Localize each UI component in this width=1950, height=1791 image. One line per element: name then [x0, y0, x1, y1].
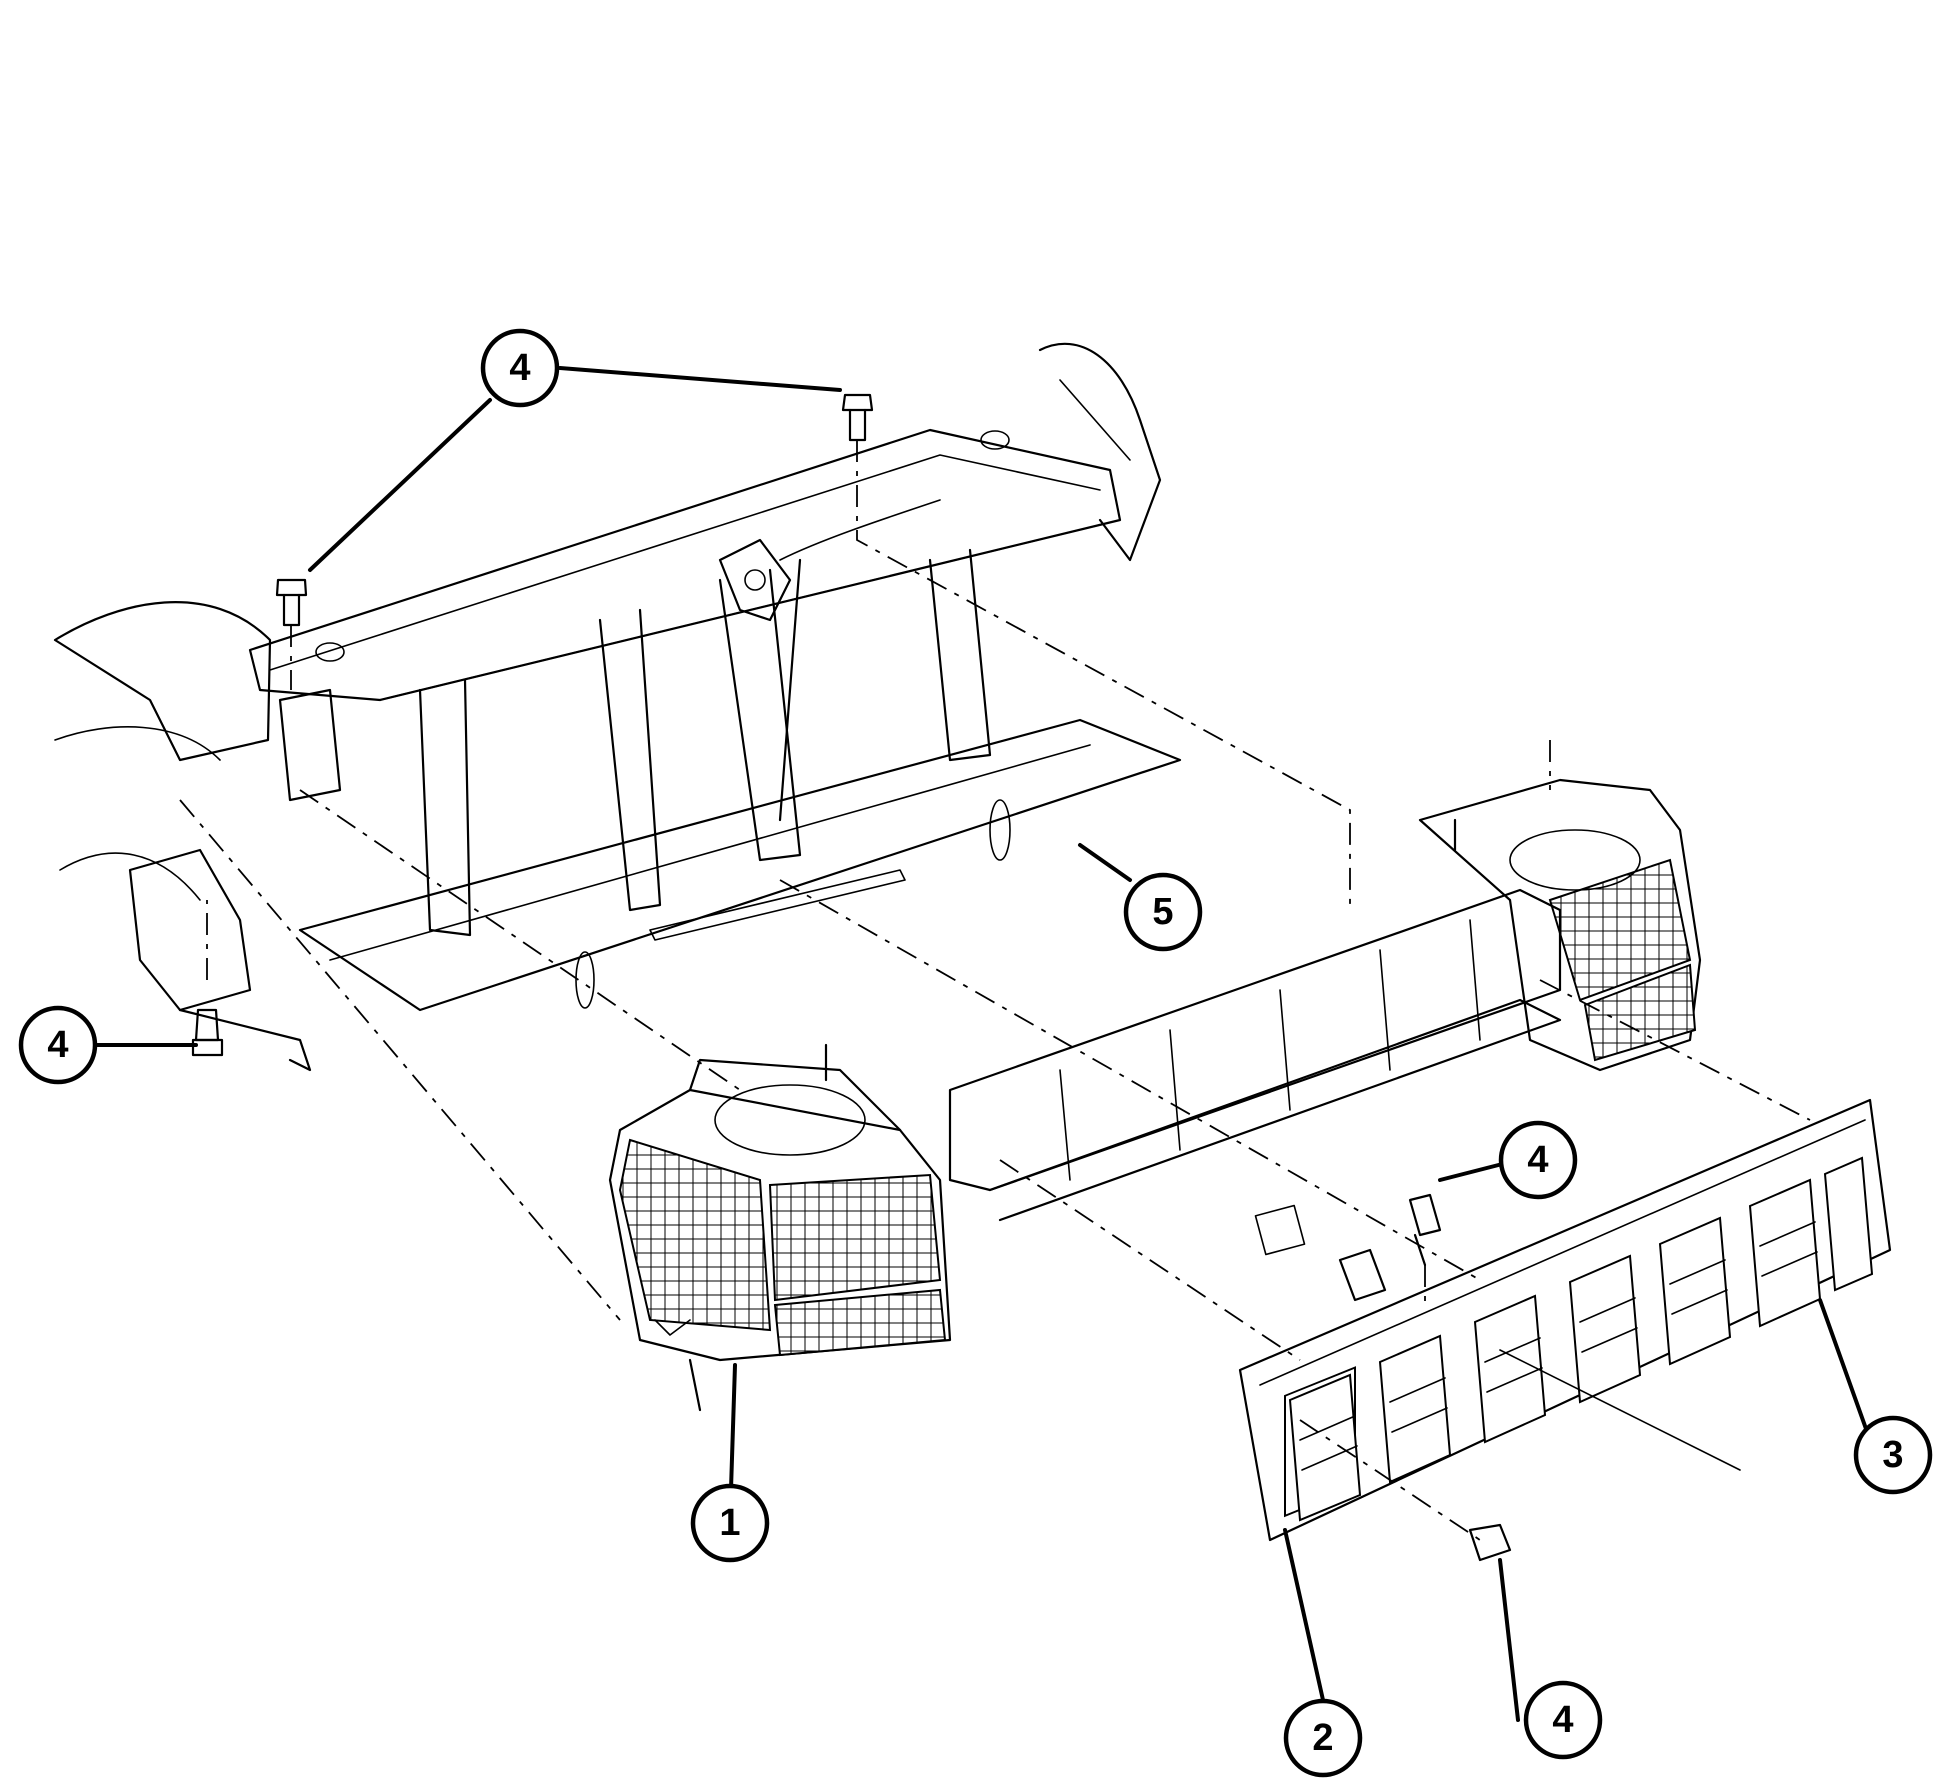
grille-reinforcement-frame [948, 888, 1562, 1256]
assembly-alignment-lines [179, 440, 1811, 1541]
callout-2: 2 [1283, 1698, 1363, 1778]
callout-4-bottom: 4 [1523, 1680, 1603, 1760]
radiator-support-panel [53, 342, 1182, 1072]
callout-3: 3 [1853, 1415, 1933, 1495]
callout-5: 5 [1123, 872, 1203, 952]
callout-5-label: 5 [1152, 891, 1173, 933]
callout-4-left-label: 4 [47, 1024, 68, 1066]
callout-2-label: 2 [1312, 1717, 1333, 1759]
callout-4-middle: 4 [1498, 1120, 1578, 1200]
callout-1-label: 1 [719, 1502, 740, 1544]
callout-4-bottom-label: 4 [1552, 1699, 1573, 1741]
callout-4-middle-label: 4 [1527, 1139, 1548, 1181]
callout-4-left: 4 [18, 1005, 98, 1085]
callout-4-top-label: 4 [509, 347, 530, 389]
front-grille [1238, 1098, 1892, 1542]
bolt-fastener [191, 393, 1512, 1562]
callout-4-top: 4 [480, 328, 560, 408]
callout-leader-lines [92, 366, 1872, 1722]
callout-1: 1 [690, 1483, 770, 1563]
callout-3-label: 3 [1882, 1434, 1903, 1476]
right-headlamp-assembly [1418, 778, 1702, 1072]
left-headlamp-assembly [608, 1043, 952, 1412]
